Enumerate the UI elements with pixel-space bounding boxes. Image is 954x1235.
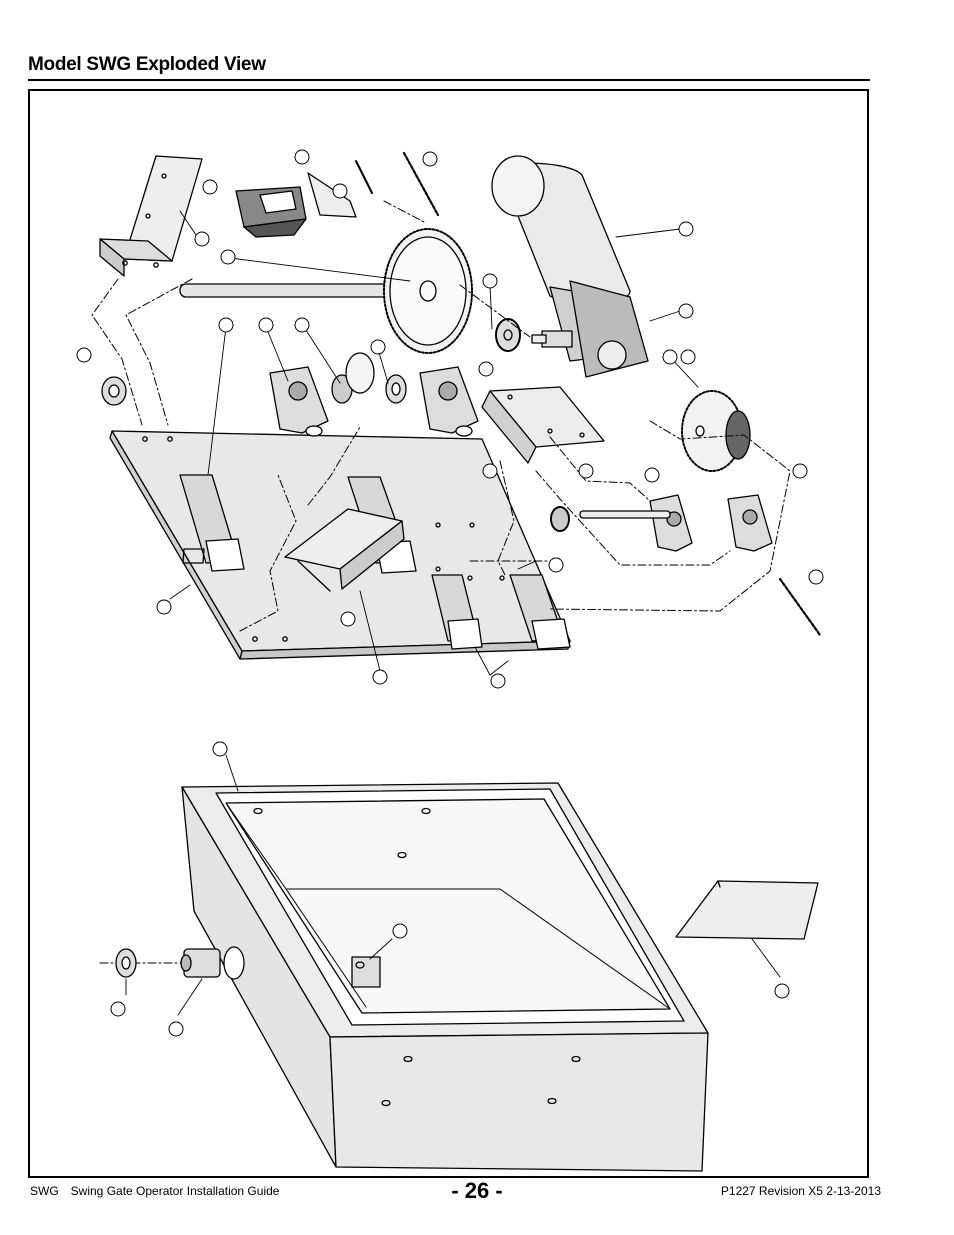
pillow-block-right — [419, 366, 479, 437]
footer-revision: P1227 Revision X5 2-13-2013 — [720, 1184, 881, 1198]
footer-guide-info: SWG Swing Gate Operator Installation Guid… — [30, 1184, 279, 1198]
left-top-bracket — [99, 155, 203, 277]
idler-channel — [481, 386, 605, 464]
title-rule — [28, 79, 870, 81]
assembly-guide-lines — [91, 200, 791, 632]
lower-leader-lines — [125, 754, 781, 1016]
footer-model: SWG — [30, 1184, 59, 1198]
right-sprocket — [681, 390, 751, 472]
motor — [491, 155, 649, 378]
page-title: Model SWG Exploded View — [28, 54, 266, 75]
cover-plate — [675, 880, 819, 940]
callout-bubbles — [76, 149, 824, 1037]
angle-bracket-center — [284, 508, 405, 592]
exploded-view-drawing — [76, 149, 824, 1172]
pillow-block-left — [269, 366, 329, 437]
right-bearings — [550, 494, 773, 552]
limit-switch — [235, 160, 373, 238]
exploded-view-figure — [28, 89, 869, 1178]
drive-chains — [402, 151, 822, 637]
washers-spacers — [101, 352, 407, 406]
large-sprocket — [383, 228, 473, 354]
footer-guide-title: Swing Gate Operator Installation Guide — [70, 1184, 280, 1198]
motor-sprocket — [495, 318, 521, 352]
leader-lines — [169, 210, 699, 676]
enclosure-box — [181, 782, 709, 1172]
page-number: - 26 - — [451, 1178, 503, 1203]
side-bushings — [99, 946, 245, 980]
